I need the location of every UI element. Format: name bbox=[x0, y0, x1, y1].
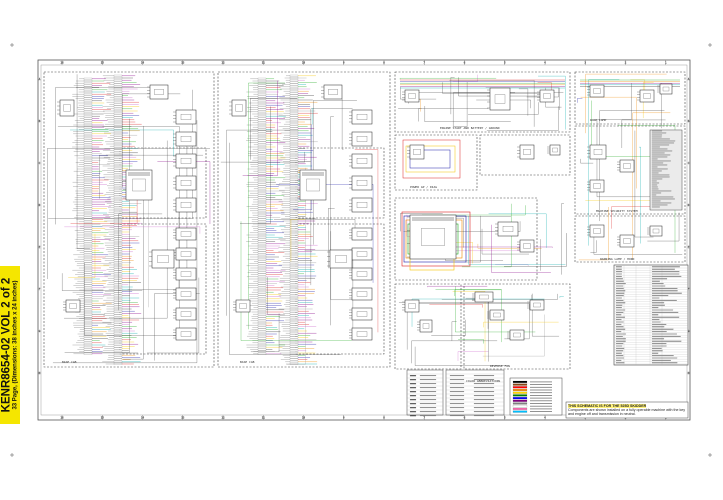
row-marker: D bbox=[39, 203, 41, 207]
side-tab-text: KENR8654-02 VOL 2 of 2 33 Page, (Dimensi… bbox=[1, 278, 20, 413]
color-swatch bbox=[512, 399, 528, 402]
column-marker: 12 bbox=[221, 416, 225, 420]
column-marker: 6 bbox=[464, 61, 466, 65]
column-marker: 13 bbox=[181, 416, 185, 420]
section-security bbox=[574, 125, 686, 215]
outer-frame bbox=[37, 59, 691, 421]
schematic-note: THIS SCHEMATIC IS FOR THE 525D SKIDDER C… bbox=[568, 404, 688, 416]
column-marker: 15 bbox=[101, 416, 105, 420]
parts-table bbox=[613, 129, 689, 366]
color-swatch bbox=[512, 405, 528, 408]
document-side-tab bbox=[0, 266, 20, 424]
label-work-lamps: WORK LAMP bbox=[590, 118, 607, 122]
column-marker: 15 bbox=[101, 61, 105, 65]
section-mid-cab bbox=[217, 71, 391, 368]
section-warning bbox=[574, 215, 686, 263]
label-power-gp: POWER GP / DIAG bbox=[410, 185, 438, 189]
color-swatch bbox=[512, 389, 528, 391]
row-marker: C bbox=[688, 161, 690, 165]
color-swatch bbox=[512, 407, 528, 410]
row-marker: G bbox=[39, 329, 41, 333]
row-marker: D bbox=[688, 203, 690, 207]
document-subtitle: 33 Page, (Dimensions: 38 inches x 24 inc… bbox=[12, 280, 19, 410]
column-marker: 5 bbox=[504, 416, 506, 420]
column-marker: 9 bbox=[343, 61, 345, 65]
label-engine-start: ENGINE START AND BATTERY / GROUND bbox=[440, 126, 500, 130]
color-legend bbox=[509, 377, 563, 416]
section-lower-a bbox=[394, 283, 462, 370]
section-power bbox=[394, 134, 478, 191]
column-marker: 10 bbox=[302, 416, 306, 420]
color-swatch bbox=[512, 380, 528, 383]
column-marker: 10 bbox=[302, 61, 306, 65]
section-work-lamps bbox=[574, 71, 686, 125]
column-marker: 9 bbox=[343, 416, 345, 420]
column-marker: 11 bbox=[262, 61, 266, 65]
symbol-legend bbox=[406, 369, 505, 417]
section-power-gp bbox=[394, 197, 538, 281]
label-warning: WARNING LAMP / HORN bbox=[600, 257, 635, 261]
color-swatch bbox=[512, 386, 528, 389]
label-security: MACHINE SECURITY SYSTEM bbox=[596, 209, 638, 213]
label-reverse-fan: REVERSE FAN bbox=[490, 364, 510, 368]
inner-frame bbox=[40, 64, 688, 416]
row-marker: C bbox=[39, 161, 41, 165]
document-title: KENR8654-02 VOL 2 of 2 bbox=[0, 277, 13, 413]
label-left-cab: BASE CAB bbox=[62, 360, 77, 364]
section-left-cab bbox=[43, 71, 215, 368]
column-marker: 5 bbox=[504, 61, 506, 65]
column-marker: 13 bbox=[181, 61, 185, 65]
section-engine-start bbox=[394, 71, 571, 133]
row-marker: B bbox=[39, 119, 41, 123]
column-marker: 14 bbox=[141, 416, 145, 420]
column-marker: 1 bbox=[665, 61, 667, 65]
column-marker: 16 bbox=[60, 61, 64, 65]
column-marker: 16 bbox=[60, 416, 64, 420]
column-marker: 4 bbox=[544, 416, 546, 420]
color-legend-title: COLOR ABBREVIATIONS bbox=[466, 379, 501, 383]
components bbox=[57, 83, 673, 341]
connector-columns bbox=[72, 74, 318, 365]
section-lower-b bbox=[463, 283, 571, 370]
row-marker: H bbox=[39, 371, 41, 375]
wiring bbox=[47, 73, 683, 366]
row-marker: A bbox=[688, 77, 690, 81]
crop-marks bbox=[10, 43, 712, 457]
column-marker: 6 bbox=[464, 416, 466, 420]
column-marker: 8 bbox=[383, 61, 385, 65]
row-marker: F bbox=[688, 287, 690, 291]
note-body: Components are shown installed on a full… bbox=[568, 408, 686, 416]
column-marker: 8 bbox=[383, 416, 385, 420]
row-marker: E bbox=[39, 245, 41, 249]
column-marker: 12 bbox=[221, 61, 225, 65]
row-marker: E bbox=[688, 245, 690, 249]
label-mid-cab: BASE CAB bbox=[240, 360, 255, 364]
color-swatch bbox=[512, 391, 528, 394]
row-marker: A bbox=[39, 77, 41, 81]
row-marker: B bbox=[688, 119, 690, 123]
column-marker: 4 bbox=[544, 61, 546, 65]
column-marker: 7 bbox=[423, 416, 425, 420]
row-marker: H bbox=[688, 371, 690, 375]
column-marker: 14 bbox=[141, 61, 145, 65]
row-marker: F bbox=[39, 287, 41, 291]
color-swatch bbox=[512, 394, 528, 397]
color-swatch bbox=[512, 410, 528, 413]
column-marker: 11 bbox=[262, 416, 266, 420]
color-swatch bbox=[512, 397, 528, 400]
color-swatch bbox=[512, 383, 528, 386]
row-marker: G bbox=[688, 329, 690, 333]
note-headline: THIS SCHEMATIC IS FOR THE 525D SKIDDER bbox=[568, 404, 647, 408]
section-start-sub bbox=[479, 134, 571, 176]
color-swatch bbox=[512, 402, 528, 405]
column-marker: 7 bbox=[423, 61, 425, 65]
column-marker: 2 bbox=[625, 61, 627, 65]
column-marker: 3 bbox=[584, 61, 586, 65]
section-left-sub2 bbox=[119, 223, 207, 355]
